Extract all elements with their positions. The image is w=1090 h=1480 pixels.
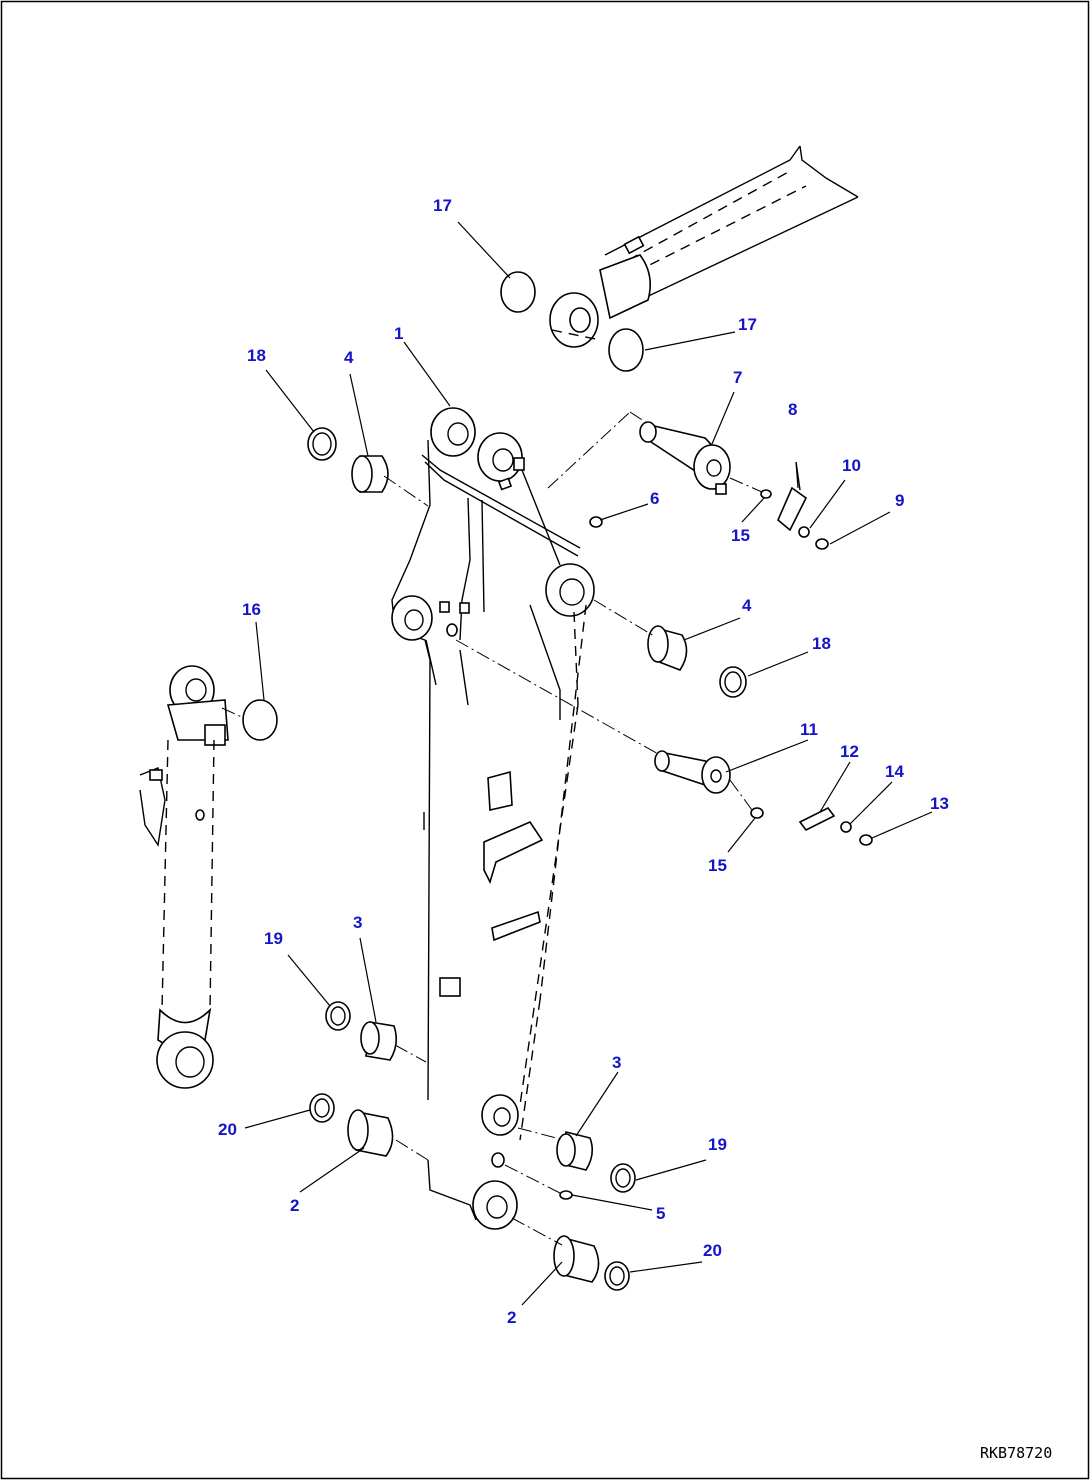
callout-9: 9 <box>895 491 904 510</box>
bushing-3a <box>360 1021 398 1061</box>
arm-cylinder-top <box>549 145 859 348</box>
ring-18a <box>307 427 337 461</box>
grease-fitting-15b <box>750 807 764 819</box>
callout-6: 6 <box>650 489 659 508</box>
callout-16: 16 <box>242 600 261 619</box>
plate-12 <box>798 806 836 832</box>
callout-8: 8 <box>788 400 797 419</box>
assembly-lines <box>221 411 763 1246</box>
callout-12: 12 <box>840 742 859 761</box>
ring-19b <box>610 1163 636 1193</box>
callout-1: 1 <box>394 324 403 343</box>
callout-3a: 3 <box>353 913 362 932</box>
callout-4b: 4 <box>742 596 752 615</box>
callout-18a: 18 <box>247 346 266 365</box>
pin-11 <box>654 750 731 794</box>
callout-15b: 15 <box>708 856 727 875</box>
callout-10: 10 <box>842 456 861 475</box>
callout-2b: 2 <box>507 1308 516 1327</box>
callout-14: 14 <box>885 762 904 781</box>
callout-5: 5 <box>656 1204 665 1223</box>
bushing-2a <box>347 1109 394 1157</box>
grease-fitting-15a <box>760 489 772 499</box>
callout-4a: 4 <box>344 348 354 367</box>
washer-14 <box>840 821 852 833</box>
leader-lines <box>244 221 933 1306</box>
bushing-4a <box>351 455 389 493</box>
callout-18b: 18 <box>812 634 831 653</box>
bushing-3b <box>556 1131 594 1171</box>
pin-7 <box>639 421 731 495</box>
callout-3b: 3 <box>612 1053 621 1072</box>
washer-17b <box>608 328 644 372</box>
bolt-9 <box>815 538 829 550</box>
callout-19a: 19 <box>264 929 283 948</box>
plate-8 <box>777 461 808 532</box>
callout-19b: 19 <box>708 1135 727 1154</box>
arm-body <box>391 407 595 1230</box>
bushing-4b <box>647 625 688 671</box>
washer-10 <box>798 526 810 538</box>
ring-19a <box>325 1001 351 1031</box>
callout-13: 13 <box>930 794 949 813</box>
callout-2a: 2 <box>290 1196 299 1215</box>
washer-16 <box>242 699 278 741</box>
grease-fitting-5 <box>559 1190 573 1200</box>
callout-20b: 20 <box>703 1241 722 1260</box>
bushing-2b <box>553 1235 600 1283</box>
callout-17a: 17 <box>433 196 452 215</box>
callout-20a: 20 <box>218 1120 237 1139</box>
ring-20b <box>604 1261 630 1291</box>
callout-15a: 15 <box>731 526 750 545</box>
callout-labels: 17 17 18 4 1 7 8 10 9 6 15 16 4 18 11 12… <box>218 196 949 1327</box>
drawing-reference-code: RKB78720 <box>980 1444 1052 1462</box>
callout-11: 11 <box>800 720 818 739</box>
bucket-cylinder <box>139 665 229 1089</box>
callout-17b: 17 <box>738 315 757 334</box>
bolt-13 <box>859 834 873 846</box>
grease-fitting-6 <box>589 516 603 528</box>
ring-18b <box>719 666 747 698</box>
callout-7: 7 <box>733 368 742 387</box>
ring-20a <box>309 1093 335 1123</box>
washer-17a <box>500 271 536 313</box>
